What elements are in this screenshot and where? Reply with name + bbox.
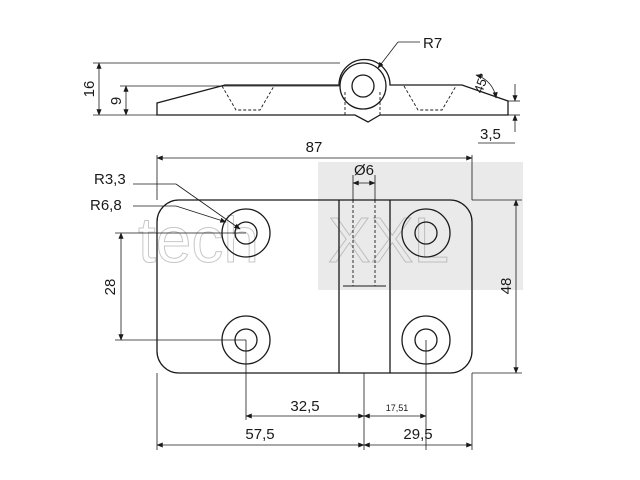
side-view-outline xyxy=(156,58,509,123)
watermark-text-left: tech xyxy=(138,204,259,276)
dim-r7-label: R7 xyxy=(423,35,442,52)
side-view: 16 9 R7 45° 3,5 xyxy=(81,35,520,144)
hole-top-right-inner xyxy=(414,221,438,245)
dim-32-5-label: 32,5 xyxy=(290,398,319,415)
dim-r3-3-label: R3,3 xyxy=(94,171,126,188)
dim-r6-8-label: R6,8 xyxy=(90,197,122,214)
dim-57-5-label: 57,5 xyxy=(245,426,274,443)
watermark-box xyxy=(318,162,523,290)
dim-16-label: 16 xyxy=(81,81,98,98)
top-view: 87 Ø6 R3,3 R6,8 28 48 32,5 17,51 57,5 29… xyxy=(90,139,522,450)
dim-17-51-label: 17,51 xyxy=(386,403,409,413)
dim-87-label: 87 xyxy=(306,139,323,156)
dim-d6-label: Ø6 xyxy=(354,162,374,179)
watermark: tech XXL xyxy=(138,162,523,290)
dim-29-5-label: 29,5 xyxy=(403,426,432,443)
dim-9-label: 9 xyxy=(108,97,125,105)
dim-45-label: 45° xyxy=(471,71,492,95)
dim-3-5-label: 3,5 xyxy=(480,126,501,143)
knuckle-pin xyxy=(351,74,375,98)
hole-top-right-outer xyxy=(401,208,451,258)
plate-outline xyxy=(156,199,473,374)
dim-48-label: 48 xyxy=(498,278,515,295)
knuckle-outer xyxy=(339,62,387,110)
watermark-text-right: XXL xyxy=(328,204,449,276)
dim-28-label: 28 xyxy=(102,279,119,296)
